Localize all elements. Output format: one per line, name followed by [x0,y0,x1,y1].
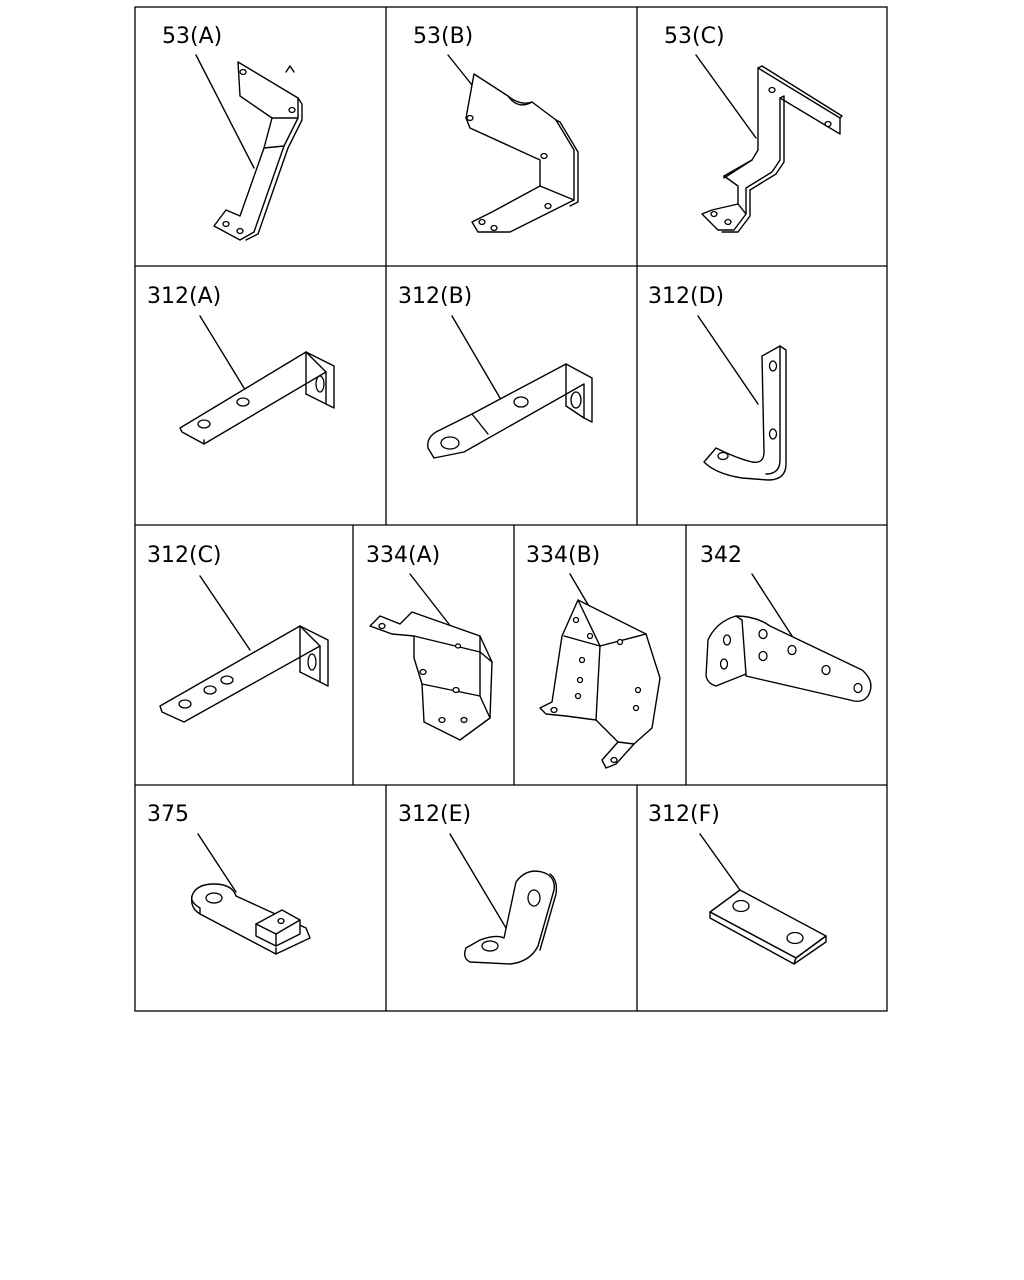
bracket-312a-drawing [179,351,335,445]
part-cell-312c: 312(C) [147,543,329,723]
part-cell-312e: 312(E) [398,802,558,965]
part-cell-334b: 334(B) [526,543,661,769]
part-label-334a: 334(A) [366,543,440,568]
part-cell-312a: 312(A) [147,284,335,445]
part-label-312b: 312(B) [398,284,472,309]
leader-line [447,54,477,91]
part-cell-53b: 53(B) [413,24,579,233]
bracket-312b-drawing [427,363,593,459]
part-label-312e: 312(E) [398,802,471,827]
part-cell-53a: 53(A) [162,24,303,241]
leader-line [451,315,501,399]
part-cell-342: 342 [700,543,872,703]
leader-line [197,833,237,893]
leader-line [449,833,507,929]
leader-line [195,54,255,169]
leader-line [695,54,757,139]
part-label-312f: 312(F) [648,802,720,827]
leader-line [199,315,245,389]
bracket-334a-drawing [369,611,493,741]
part-label-375: 375 [147,802,189,827]
bracket-53a-drawing [213,61,303,241]
bracket-375-drawing [190,883,311,955]
bracket-312d-drawing [703,345,787,481]
part-cell-312d: 312(D) [648,284,787,481]
bracket-312e-drawing [463,870,558,965]
bracket-53c-drawing [701,65,843,233]
part-label-312d: 312(D) [648,284,724,309]
part-label-334b: 334(B) [526,543,600,568]
part-label-342: 342 [700,543,742,568]
leader-line [569,573,591,609]
leader-line [199,575,251,651]
part-label-53a: 53(A) [162,24,222,49]
leader-line [409,573,453,629]
leader-line [751,573,793,637]
leader-line [699,833,741,891]
bracket-342-drawing [705,615,872,703]
leader-line [697,315,759,405]
bracket-334b-drawing [539,599,661,769]
part-cell-375: 375 [147,802,311,955]
part-label-312a: 312(A) [147,284,221,309]
part-cell-312f: 312(F) [648,802,827,965]
part-cell-53c: 53(C) [664,24,843,233]
part-cell-312b: 312(B) [398,284,593,459]
part-label-312c: 312(C) [147,543,222,568]
bracket-53b-drawing [465,73,579,233]
part-label-53c: 53(C) [664,24,725,49]
part-cell-334a: 334(A) [366,543,493,741]
part-label-53b: 53(B) [413,24,473,49]
bracket-312c-drawing [159,625,329,723]
bracket-312f-drawing [709,889,827,965]
diagram-grid [134,6,888,1012]
